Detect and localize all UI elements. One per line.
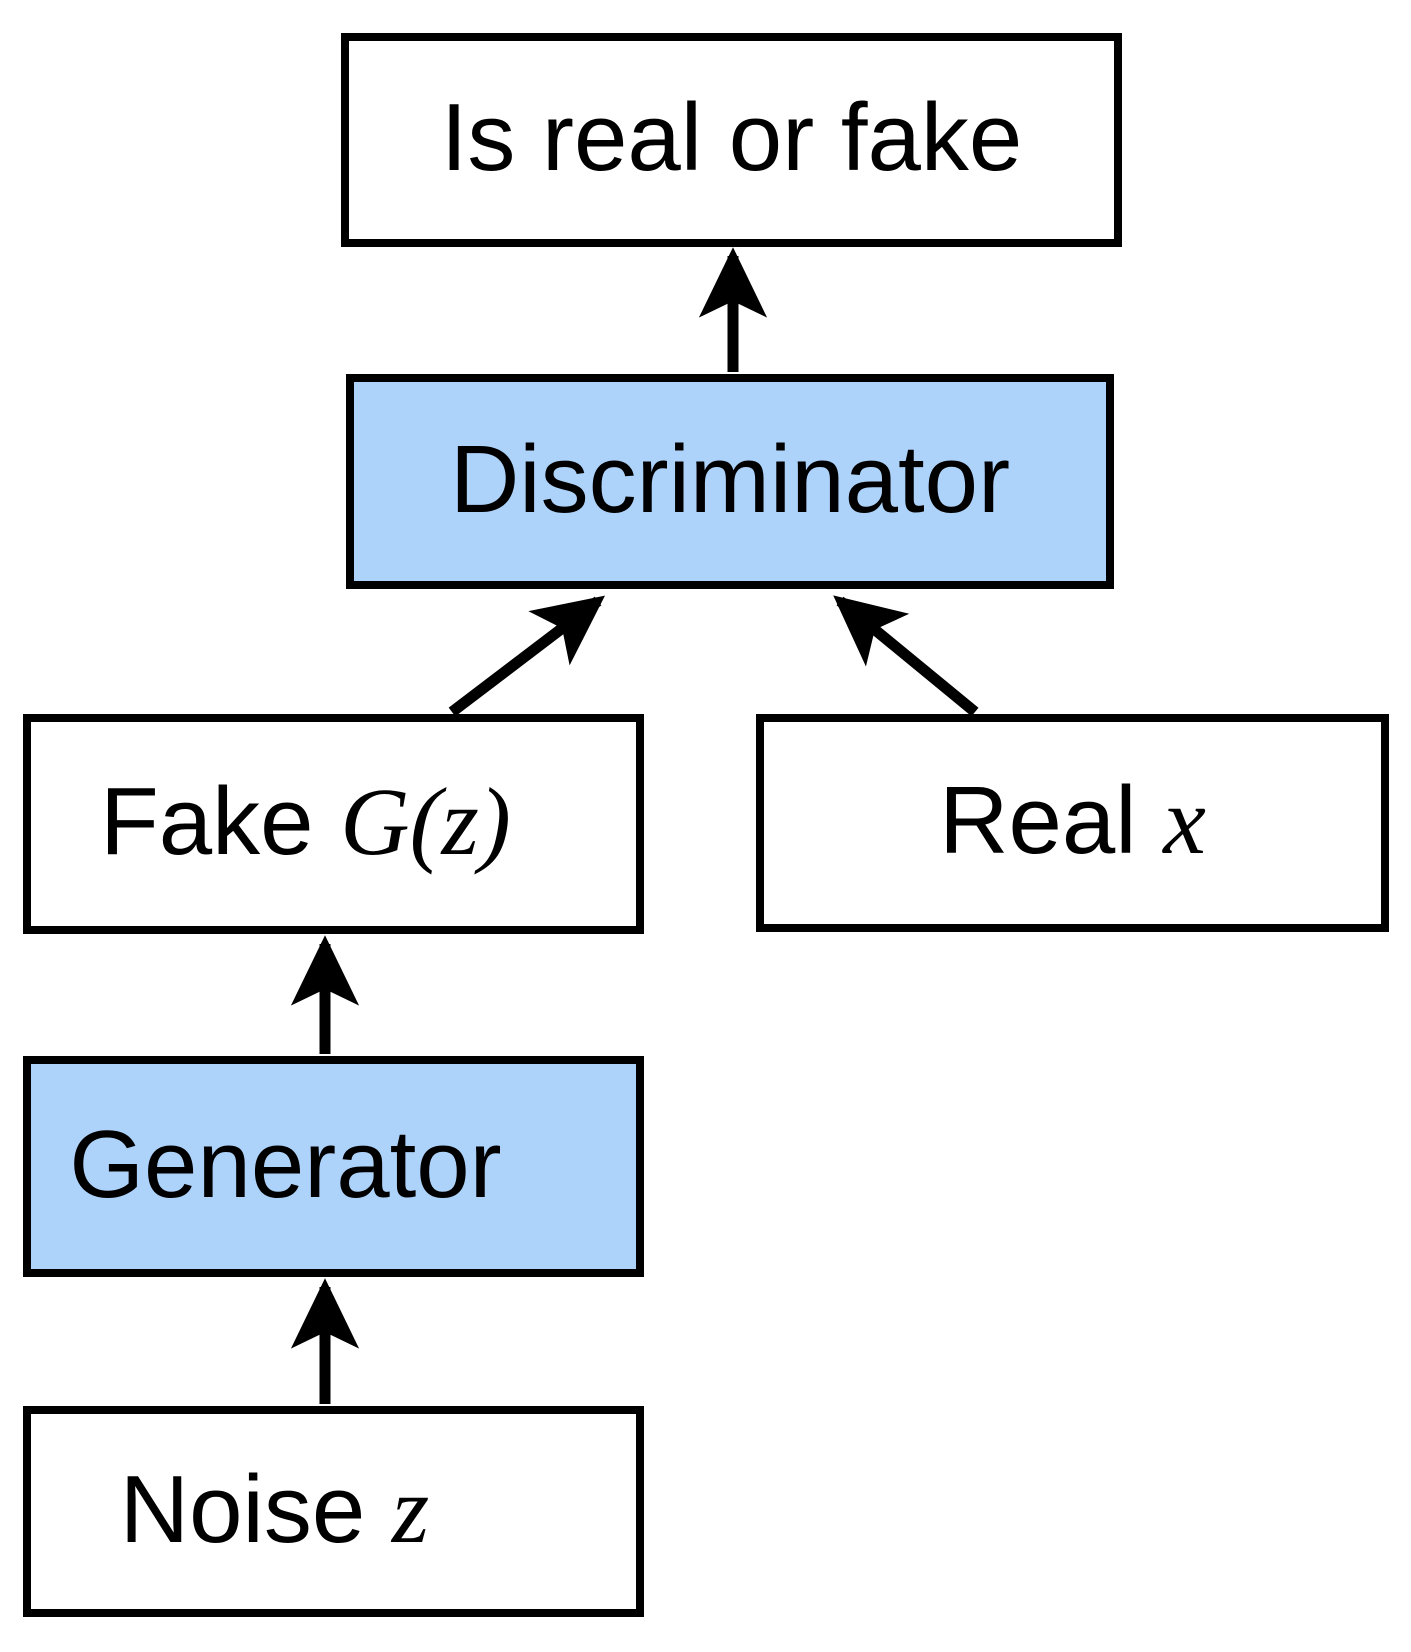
- node-real-sample-label-math: x: [1163, 767, 1206, 874]
- node-real-sample-label-text: Real: [939, 767, 1164, 874]
- node-noise-input-label-math: z: [391, 1455, 430, 1563]
- node-discriminator-label: Discriminator: [449, 425, 1011, 533]
- node-generator-label: Generator: [69, 1110, 502, 1218]
- node-fake-sample[interactable]: Fake G(z): [23, 714, 644, 934]
- node-discriminator[interactable]: Discriminator: [346, 374, 1114, 589]
- node-real-sample[interactable]: Real x: [756, 714, 1389, 932]
- node-fake-sample-label: Fake G(z): [100, 774, 567, 870]
- node-noise-input[interactable]: Noise z: [23, 1406, 644, 1617]
- edge-real-to-discriminator: [833, 595, 979, 717]
- node-fake-sample-label-text: Fake: [100, 768, 341, 875]
- edge-fake-to-discriminator: [448, 595, 606, 717]
- node-noise-input-label-text: Noise: [119, 1455, 392, 1563]
- node-generator[interactable]: Generator: [23, 1056, 644, 1277]
- node-noise-input-label: Noise z: [120, 1461, 547, 1558]
- node-real-sample-label: Real x: [939, 773, 1206, 869]
- node-fake-sample-label-math: G(z): [340, 768, 511, 875]
- node-is-real-or-fake[interactable]: Is real or fake: [341, 33, 1122, 247]
- node-is-real-or-fake-label: Is real or fake: [440, 84, 1023, 191]
